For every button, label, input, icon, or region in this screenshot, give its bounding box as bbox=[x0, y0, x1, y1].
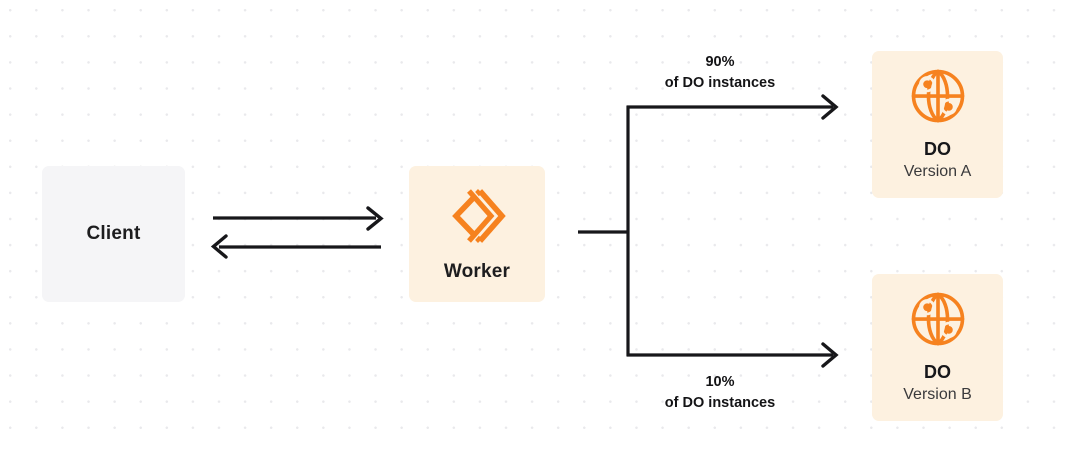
edge-worker-split-bus bbox=[578, 105, 630, 357]
edge-label-do-a: 90% of DO instances bbox=[595, 52, 845, 93]
node-do-b-subtitle: Version B bbox=[903, 386, 972, 403]
arrow-right-icon bbox=[821, 94, 839, 120]
cloudflare-workers-icon bbox=[446, 185, 508, 247]
edge-worker-to-do-b bbox=[627, 342, 839, 368]
node-do-b-title: DO bbox=[924, 362, 951, 382]
globe-icon bbox=[909, 290, 967, 348]
edge-worker-to-client bbox=[210, 234, 381, 259]
edge-worker-to-do-a bbox=[627, 94, 839, 120]
node-worker-label: Worker bbox=[443, 260, 511, 282]
node-do-a-subtitle: Version A bbox=[903, 163, 972, 180]
node-do-version-b[interactable]: DO Version B bbox=[872, 274, 1003, 421]
edge-label-do-b: 10% of DO instances bbox=[595, 372, 845, 413]
edge-label-do-b-caption: of DO instances bbox=[664, 394, 776, 411]
node-do-a-title: DO bbox=[924, 139, 951, 159]
arrow-left-icon bbox=[210, 234, 228, 259]
globe-icon bbox=[909, 67, 967, 125]
arrow-right-icon bbox=[366, 206, 384, 231]
node-do-version-a[interactable]: DO Version A bbox=[872, 51, 1003, 198]
edge-label-do-a-percent: 90% bbox=[705, 54, 735, 70]
edge-label-do-a-caption: of DO instances bbox=[664, 74, 776, 91]
edge-label-do-b-percent: 10% bbox=[705, 374, 735, 390]
arrow-right-icon bbox=[821, 342, 839, 368]
edge-client-to-worker bbox=[213, 206, 384, 231]
node-worker[interactable]: Worker bbox=[409, 166, 545, 302]
node-client-label: Client bbox=[86, 222, 141, 244]
node-client[interactable]: Client bbox=[42, 166, 185, 302]
